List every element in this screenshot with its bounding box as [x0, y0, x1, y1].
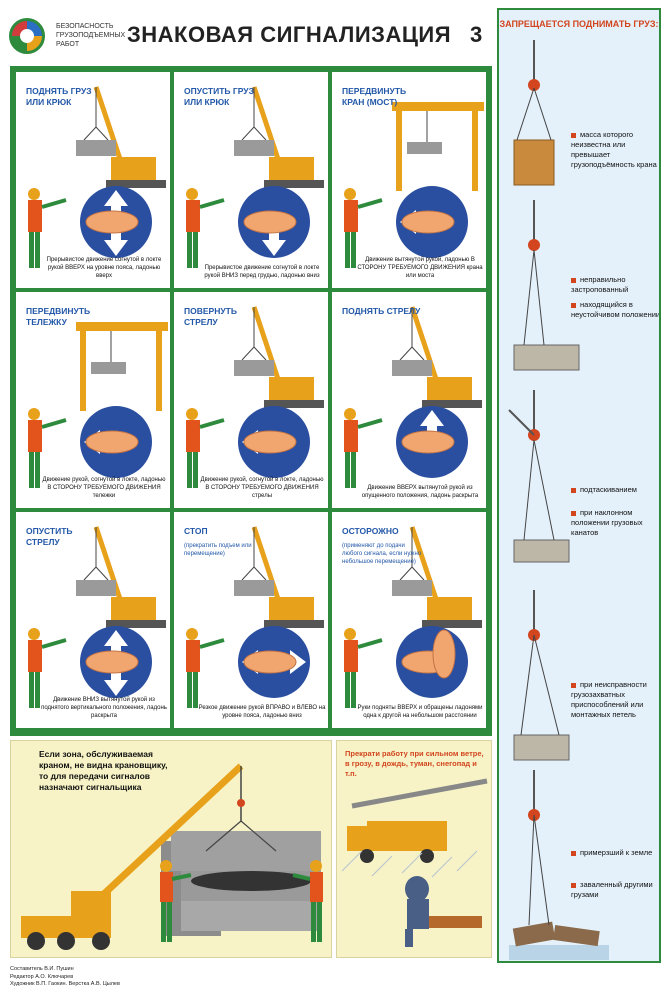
signal-caption: Руки подняты ВВЕРХ и обращены ладонями о…	[357, 705, 483, 719]
signal-caption: Прерывистое движение согнутой в локте ру…	[46, 257, 162, 279]
signal-note: (прекратить подъем или перемещение)	[184, 543, 252, 557]
signal-title: ПЕРЕДВИНУТЬ ТЕЛЕЖКУ	[26, 306, 91, 327]
forbidden-item: находящийся в неустойчивом положении	[571, 300, 661, 319]
signal-caption: Движение вытянутой рукой, ладонью В СТОР…	[357, 257, 483, 279]
signal-title: ПОВЕРНУТЬ СТРЕЛУ	[184, 306, 237, 327]
signal-cell: ПЕРЕДВИНУТЬ КРАН (МОСТ) Движение вытянуто…	[332, 72, 486, 288]
signals-grid: ПОДНЯТЬ ГРУЗ ИЛИ КРЮК Прерывистое движени…	[10, 66, 492, 736]
forbidden-illustrations	[508, 40, 609, 960]
signal-illustration	[28, 322, 168, 488]
credits: Составитель В.И. Пушин Редактор А.О. Клю…	[10, 966, 120, 989]
signal-illustration	[186, 306, 324, 488]
credit-artist: Художник В.П. Гаокин. Верстка А.В. Цылев	[10, 981, 120, 987]
signal-illustration	[344, 306, 482, 488]
signal-caption: Движение рукой, согнутой в локте, ладонь…	[42, 477, 166, 499]
signalman-text: Если зона, обслуживаемая краном, не видн…	[39, 749, 168, 792]
forbidden-item: неправильно застропованный	[571, 275, 629, 294]
forbidden-item: при неисправности грузозахватных приспос…	[571, 680, 647, 719]
credit-compiler: Составитель В.И. Пушин	[10, 966, 74, 972]
signal-caption: Прерывистое движение согнутой в локте ру…	[204, 265, 320, 279]
poster-number: 3	[470, 22, 483, 47]
signal-cell: ПОВЕРНУТЬ СТРЕЛУ Движение рукой, согнутой…	[174, 292, 328, 508]
signal-cell: ПОДНЯТЬ ГРУЗ ИЛИ КРЮК Прерывистое движени…	[16, 72, 170, 288]
signal-illustration	[28, 526, 166, 708]
signal-title: СТОП	[184, 526, 208, 536]
signal-illustration	[186, 526, 324, 708]
forbidden-panel: ЗАПРЕЩАЕТСЯ ПОДНИМАТЬ ГРУЗ: масса которо…	[497, 8, 661, 963]
forbidden-item: подтаскиванием	[571, 485, 659, 495]
signal-caption: Движение ВВЕРХ вытянутой рукой из опущен…	[361, 485, 479, 499]
signal-cell: ПЕРЕДВИНУТЬ ТЕЛЕЖКУ Движение рукой, согну…	[16, 292, 170, 508]
logo-icon	[9, 18, 45, 54]
forbidden-item: масса которого неизвестна или превышает …	[571, 130, 657, 169]
signal-illustration	[344, 102, 484, 268]
forbidden-item: примерзший к земле	[571, 848, 659, 858]
signal-cell: ОПУСТИТЬ СТРЕЛУ Движение ВНИЗ вытянутой р…	[16, 512, 170, 728]
weather-illustration	[341, 778, 488, 947]
signal-note: (применяют до подачи любого сигнала, есл…	[342, 543, 422, 565]
signal-cell: ОСТОРОЖНО (применяют до подачи любого сиг…	[332, 512, 486, 728]
signal-illustration	[186, 86, 324, 268]
signal-caption: Движение рукой, согнутой в локте, ладонь…	[200, 477, 324, 499]
forbidden-item: при наклонном положении грузовых канатов	[571, 508, 643, 537]
page-title: ЗНАКОВАЯ СИГНАЛИЗАЦИЯ	[127, 22, 452, 47]
signal-title: ОПУСТИТЬ СТРЕЛУ	[26, 526, 73, 547]
signal-cell: ПОДНЯТЬ СТРЕЛУ Движение ВВЕРХ вытянутой р…	[332, 292, 486, 508]
weather-warning-text: Прекрати работу при сильном ветре, в гро…	[345, 749, 484, 778]
credit-editor: Редактор А.О. Ключарев	[10, 973, 74, 980]
signal-title: ОСТОРОЖНО	[342, 526, 399, 536]
signalman-illustration	[21, 763, 323, 950]
signal-caption: Движение ВНИЗ вытянутой рукой из поднято…	[41, 697, 167, 719]
signal-title: ПОДНЯТЬ ГРУЗ ИЛИ КРЮК	[26, 86, 92, 107]
signal-cell: СТОП (прекратить подъем или перемещение) Р…	[174, 512, 328, 728]
forbidden-item: заваленный другими грузами	[571, 880, 653, 899]
signal-cell: ОПУСТИТЬ ГРУЗ ИЛИ КРЮК Прерывистое движен…	[174, 72, 328, 288]
signal-illustration	[344, 526, 482, 708]
signal-title: ОПУСТИТЬ ГРУЗ ИЛИ КРЮК	[184, 86, 254, 107]
signal-title: ПЕРЕДВИНУТЬ КРАН (МОСТ)	[342, 86, 407, 107]
header-subtitle: БЕЗОПАСНОСТЬ ГРУЗОПОДЪЕМНЫХ РАБОТ	[56, 23, 126, 48]
signal-title: ПОДНЯТЬ СТРЕЛУ	[342, 306, 421, 316]
signalman-panel: Если зона, обслуживаемая краном, не видн…	[10, 740, 332, 958]
weather-warning-panel: Прекрати работу при сильном ветре, в гро…	[336, 740, 492, 958]
forbidden-title: ЗАПРЕЩАЕТСЯ ПОДНИМАТЬ ГРУЗ:	[499, 19, 659, 29]
signal-caption: Резкое движение рукой ВПРАВО и ВЛЕВО на …	[198, 705, 326, 719]
signal-illustration	[28, 86, 166, 268]
